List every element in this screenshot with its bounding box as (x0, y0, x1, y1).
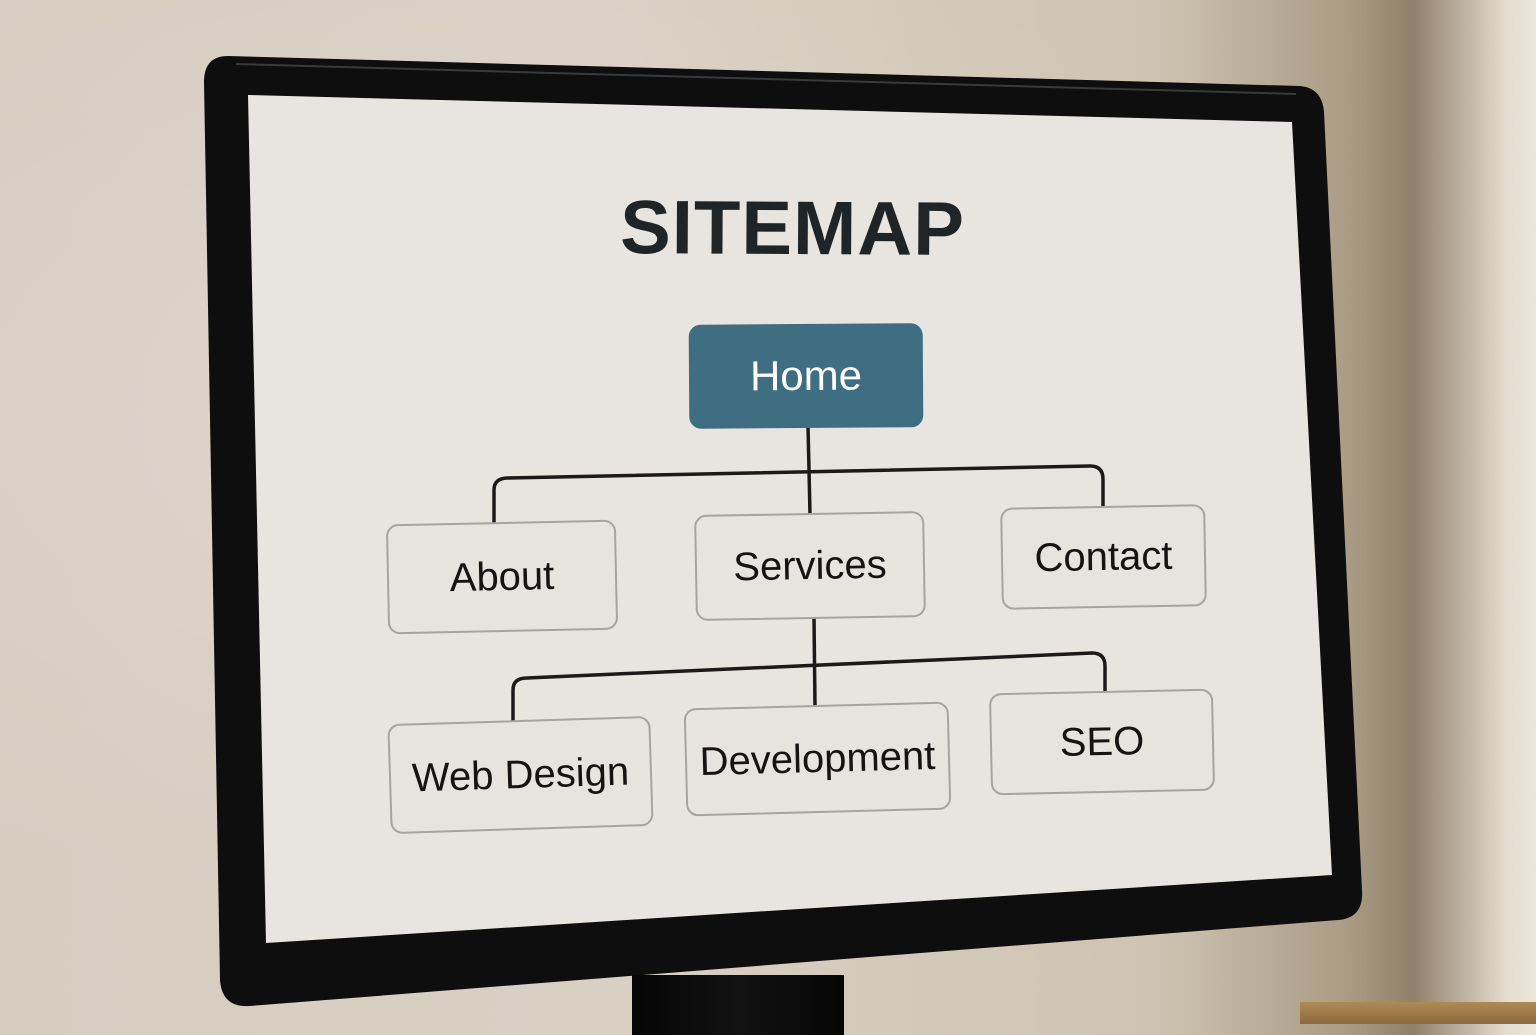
node-services[interactable]: Services (694, 511, 926, 621)
desk-surface (1300, 1002, 1536, 1024)
node-web-design-label: Web Design (411, 749, 630, 800)
node-development[interactable]: Development (683, 701, 952, 817)
node-home[interactable]: Home (688, 323, 924, 429)
node-about[interactable]: About (385, 519, 619, 635)
node-home-label: Home (749, 351, 863, 400)
page-title: SITEMAP (619, 185, 966, 272)
node-about-label: About (449, 553, 555, 600)
node-web-design[interactable]: Web Design (387, 715, 654, 835)
node-development-label: Development (699, 733, 936, 784)
node-seo[interactable]: SEO (988, 688, 1216, 796)
node-contact[interactable]: Contact (1000, 504, 1207, 610)
connector-lines (492, 424, 1107, 722)
node-seo-label: SEO (1059, 718, 1145, 765)
node-contact-label: Contact (1034, 533, 1173, 580)
node-services-label: Services (732, 542, 888, 589)
